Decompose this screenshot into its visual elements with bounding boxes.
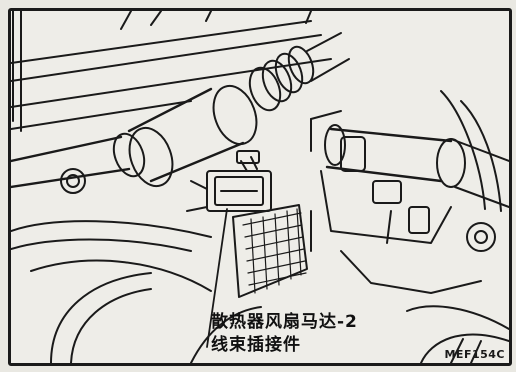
fan-motor-connector <box>186 150 272 212</box>
callout-line-2: 线束插接件 <box>211 335 301 355</box>
callout-label: 散热器风扇马达-2 线束插接件 <box>211 311 358 357</box>
engine-bay-illustration <box>11 11 509 363</box>
radiator-frame <box>11 11 332 132</box>
figure-code: MEF154C <box>444 348 505 361</box>
callout-line-1: 散热器风扇马达-2 <box>211 312 358 332</box>
engine-block <box>310 90 502 294</box>
illustration-frame: 散热器风扇马达-2 线束插接件 MEF154C <box>8 8 512 366</box>
lower-hose-assembly <box>310 110 509 208</box>
leader-line <box>206 208 228 348</box>
fan-shroud <box>232 204 308 298</box>
upper-radiator-hose <box>11 32 350 194</box>
fan-housing <box>11 220 509 363</box>
